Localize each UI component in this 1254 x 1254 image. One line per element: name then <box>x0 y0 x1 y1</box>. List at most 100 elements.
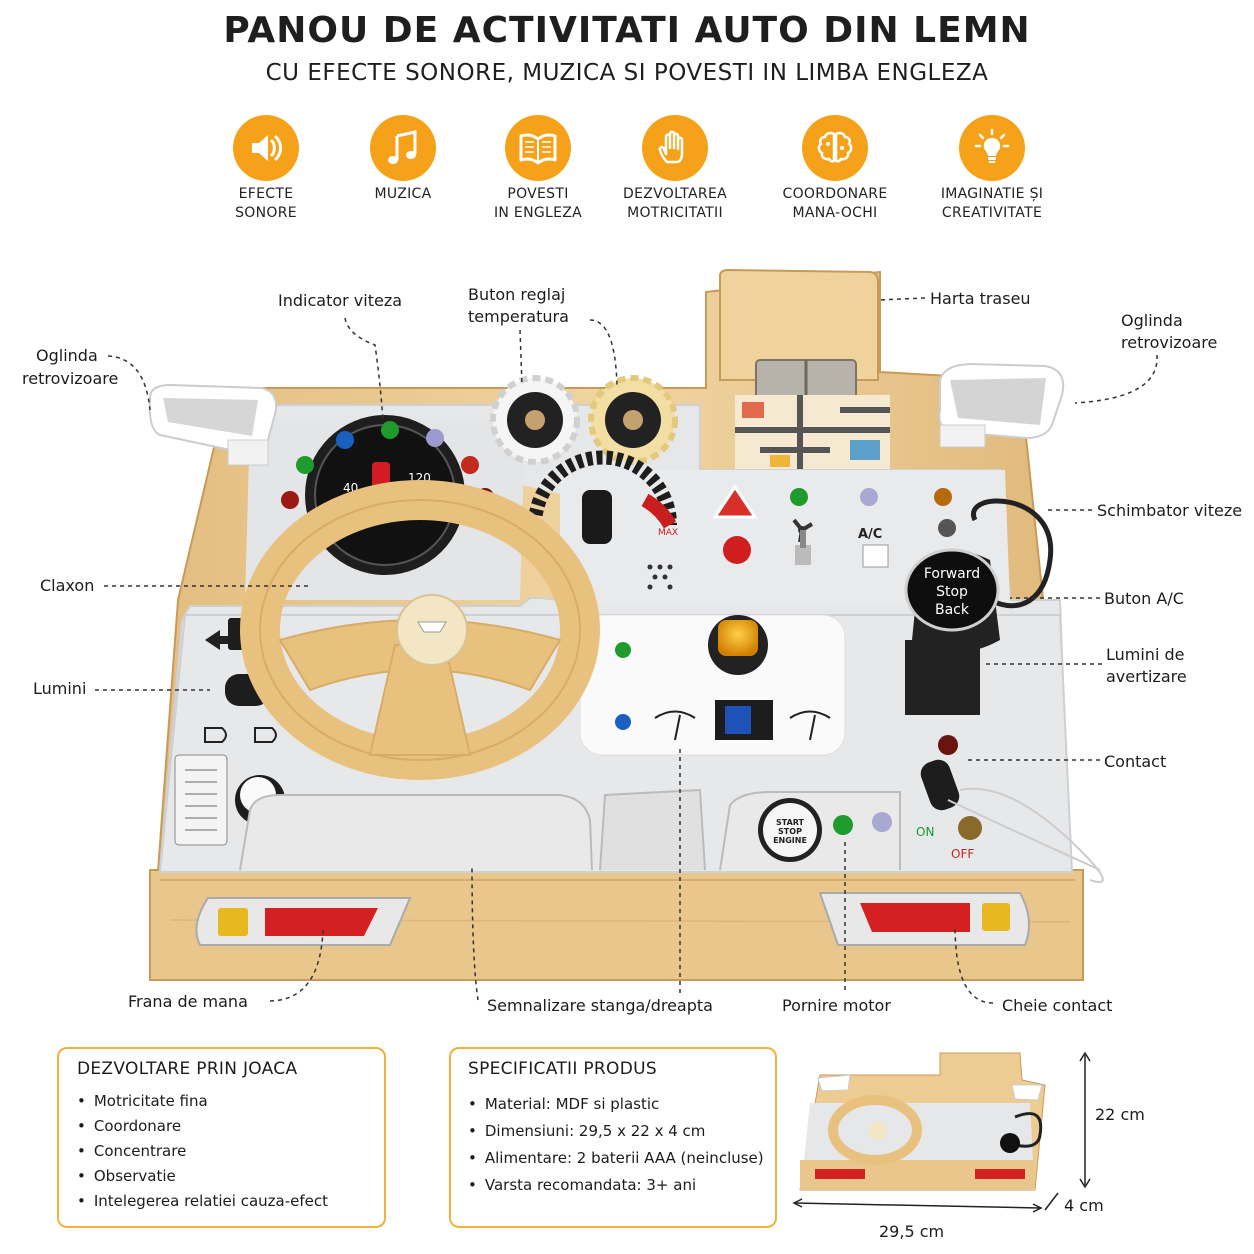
callout-oglinda-right-line2: retrovizoare <box>1121 333 1218 352</box>
feature-imagination: IMAGINATIE ȘI CREATIVITATE <box>907 115 1077 223</box>
left-tail-light <box>195 897 412 946</box>
callout-lumini: Lumini <box>33 679 87 698</box>
center-control-pad <box>579 614 846 756</box>
hazard-button[interactable] <box>712 484 758 519</box>
warning-light-amber <box>934 488 952 506</box>
feature-label-line1: EFECTE <box>238 186 294 202</box>
feature-label-line2: MANA-OCHI <box>792 205 878 221</box>
callout-schimbator-viteze: Schimbator viteze <box>1097 501 1243 520</box>
callout-lines <box>95 297 1158 1004</box>
dimension-depth: 4 cm <box>1064 1196 1104 1215</box>
ignition-contact[interactable] <box>917 735 1104 883</box>
list-item: Concentrare <box>77 1139 384 1164</box>
speaker-grille <box>647 564 673 590</box>
feature-label-line2: CREATIVITATE <box>941 205 1043 221</box>
feature-label-line1: DEZVOLTAREA <box>623 186 727 202</box>
hand-icon <box>642 115 708 181</box>
light-bulb-icon <box>959 115 1025 181</box>
left-mirror[interactable] <box>148 383 278 466</box>
page-title: PANOU DE ACTIVITATI AUTO DIN LEMN <box>223 10 1031 51</box>
callout-semnalizare: Semnalizare stanga/dreapta <box>487 996 713 1015</box>
brain-icon <box>802 115 868 181</box>
horn-button[interactable] <box>396 594 468 666</box>
development-box-title: DEZVOLTARE PRIN JOACA <box>77 1059 298 1079</box>
list-item: Observatie <box>77 1164 384 1189</box>
list-item: Motricitate fina <box>77 1089 384 1114</box>
development-box: DEZVOLTARE PRIN JOACA Motricitate fina C… <box>57 1047 386 1228</box>
rear-wiper-icon <box>789 710 831 741</box>
list-item: Coordonare <box>77 1114 384 1139</box>
list-item: Alimentare: 2 baterii AAA (neincluse) <box>468 1145 775 1172</box>
callout-lumini-avertizare-line2: avertizare <box>1106 667 1187 686</box>
gear-forward-label: Forward <box>924 566 980 582</box>
feature-coordination: COORDONARE MANA-OCHI <box>750 115 920 223</box>
callout-oglinda-right-line1: Oglinda <box>1121 311 1183 330</box>
fan-toggle-switch[interactable] <box>795 530 811 565</box>
start-label: START <box>776 818 805 827</box>
list-item: Dimensiuni: 29,5 x 22 x 4 cm <box>468 1118 775 1145</box>
specs-box-title: SPECIFICATII PRODUS <box>468 1059 657 1079</box>
callout-oglinda-left-line2: retrovizoare <box>22 369 119 388</box>
gear-back-label: Back <box>935 602 970 618</box>
engine-light-lilac <box>872 812 892 832</box>
temperature-knob-left[interactable] <box>490 375 580 465</box>
right-tail-light <box>818 892 1030 946</box>
feature-label-line1: MUZICA <box>374 186 432 202</box>
callout-lumini-avertizare-line1: Lumini de <box>1106 645 1185 664</box>
ac-button[interactable] <box>862 544 889 568</box>
stop-label: STOP <box>778 827 802 836</box>
dimension-width: 29,5 cm <box>879 1222 945 1241</box>
amber-hazard-light[interactable] <box>708 615 768 675</box>
gear-stop-label: Stop <box>936 584 968 600</box>
callout-buton-reglaj-line1: Buton reglaj <box>468 285 566 304</box>
start-stop-engine-button[interactable]: START STOP ENGINE <box>758 798 822 862</box>
feature-label-line2: SONORE <box>235 205 297 221</box>
engine-label: ENGINE <box>773 836 807 845</box>
feature-music: MUZICA <box>318 115 488 204</box>
feature-label-line2: IN ENGLEZA <box>493 205 583 221</box>
speaker-icon <box>233 115 299 181</box>
dimension-height: 22 cm <box>1095 1105 1145 1124</box>
callout-pornire-motor: Pornire motor <box>782 996 891 1015</box>
center-console <box>599 788 706 871</box>
music-note-icon <box>370 115 436 181</box>
list-item: Varsta recomandata: 3+ ani <box>468 1172 775 1199</box>
warning-light-lilac <box>860 488 878 506</box>
callout-oglinda-left-line1: Oglinda <box>36 346 98 365</box>
route-map-flap[interactable] <box>719 268 890 470</box>
open-book-icon <box>505 115 571 181</box>
engine-light-green <box>833 815 853 835</box>
on-label: ON <box>916 825 934 839</box>
headlight-icons <box>204 727 277 743</box>
feature-motricity: DEZVOLTAREA MOTRICITATII <box>590 115 760 223</box>
red-button[interactable] <box>723 536 751 564</box>
right-mirror[interactable] <box>938 362 1065 448</box>
volume-knob[interactable]: MAX <box>528 450 678 545</box>
list-item: Intelegerea relatiei cauza-efect <box>77 1189 384 1214</box>
feature-label-line2: MOTRICITATII <box>627 205 723 221</box>
warning-light-grey <box>938 519 956 537</box>
temperature-knob-right[interactable] <box>588 375 678 465</box>
callout-claxon: Claxon <box>40 576 95 595</box>
air-vent <box>174 754 228 846</box>
callout-buton-reglaj-line2: temperatura <box>468 307 569 326</box>
max-label: MAX <box>658 528 678 538</box>
page-subtitle: CU EFECTE SONORE, MUZICA SI POVESTI IN L… <box>265 60 989 86</box>
callout-harta-traseu: Harta traseu <box>930 289 1031 308</box>
feature-label-line1: POVESTI <box>507 186 569 202</box>
gear-shifter[interactable]: Forward Stop Back <box>904 498 1054 715</box>
windshield-wiper-switch[interactable] <box>715 700 773 740</box>
off-label: OFF <box>951 847 974 861</box>
callout-indicator-viteza: Indicator viteza <box>278 291 403 310</box>
warning-light-green <box>790 488 808 506</box>
glovebox-left <box>239 794 593 871</box>
callout-frana-de-mana: Frana de mana <box>128 992 248 1011</box>
feature-label-line1: COORDONARE <box>782 186 888 202</box>
callout-buton-ac: Buton A/C <box>1104 589 1184 608</box>
callout-contact: Contact <box>1104 752 1167 771</box>
feature-sound-effects: EFECTE SONORE <box>181 115 351 223</box>
specs-box: SPECIFICATII PRODUS Material: MDF si pla… <box>449 1047 777 1228</box>
feature-label-line1: IMAGINATIE ȘI <box>940 186 1044 202</box>
list-item: Material: MDF si plastic <box>468 1091 775 1118</box>
